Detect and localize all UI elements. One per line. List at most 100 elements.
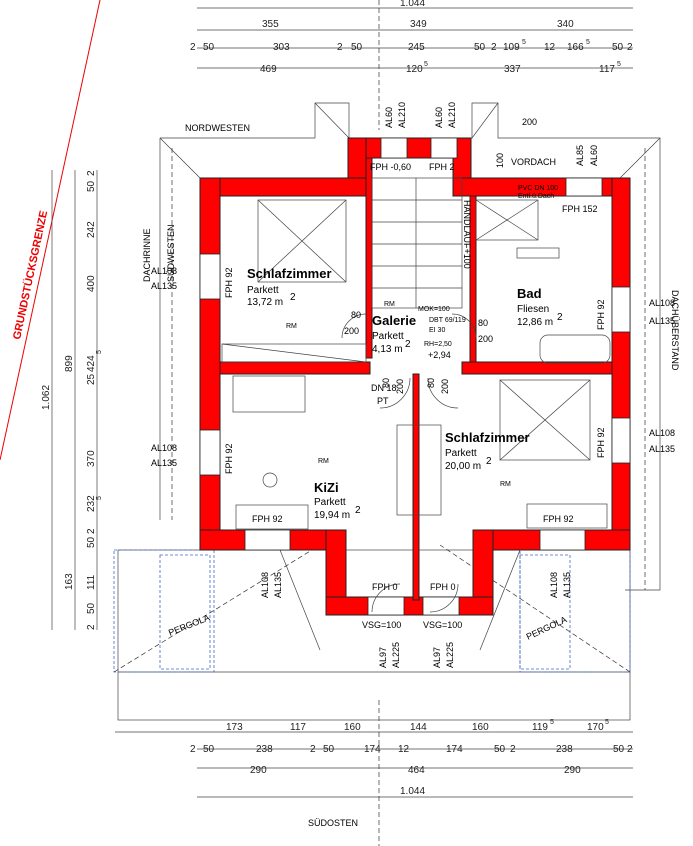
svg-text:50: 50 <box>613 744 625 755</box>
svg-text:AL135: AL135 <box>649 316 675 326</box>
pergola-left-label: PERGOLA <box>167 612 211 638</box>
svg-text:FPH 152: FPH 152 <box>562 204 598 214</box>
svg-text:50: 50 <box>86 536 97 548</box>
svg-text:117: 117 <box>290 722 306 733</box>
svg-text:2: 2 <box>310 744 316 755</box>
svg-text:337: 337 <box>504 64 521 75</box>
svg-text:2: 2 <box>190 42 196 53</box>
svg-text:4,13 m: 4,13 m <box>372 344 403 355</box>
svg-text:245: 245 <box>408 42 425 53</box>
svg-text:242: 242 <box>86 221 97 238</box>
svg-text:5: 5 <box>96 496 103 500</box>
room-galerie: Galerie Parkett 4,13 m 2 RM <box>372 301 416 355</box>
svg-text:13,72 m: 13,72 m <box>247 297 283 308</box>
svg-text:AL97: AL97 <box>432 647 442 668</box>
svg-text:AL210: AL210 <box>397 102 407 128</box>
svg-text:12: 12 <box>544 42 556 53</box>
svg-text:80: 80 <box>478 318 488 328</box>
svg-text:FPH 92: FPH 92 <box>596 299 606 330</box>
svg-text:Fliesen: Fliesen <box>517 304 549 315</box>
svg-text:AL60: AL60 <box>384 107 394 128</box>
svg-text:170: 170 <box>587 722 604 733</box>
room-bad: Bad Fliesen 12,86 m 2 <box>517 286 563 328</box>
svg-text:200: 200 <box>440 379 450 394</box>
room-schlafzimmer-2: Schlafzimmer Parkett 20,00 m 2 RM <box>445 430 530 488</box>
svg-text:Parkett: Parkett <box>247 285 279 296</box>
svg-text:AL97: AL97 <box>378 647 388 668</box>
svg-text:290: 290 <box>250 765 267 776</box>
svg-text:119: 119 <box>532 722 548 733</box>
svg-text:DN 18: DN 18 <box>371 383 397 393</box>
svg-text:PVC DN 100: PVC DN 100 <box>518 185 558 192</box>
svg-text:120: 120 <box>406 64 423 75</box>
svg-text:5: 5 <box>617 61 621 68</box>
svg-text:290: 290 <box>564 765 581 776</box>
svg-text:163: 163 <box>64 573 75 590</box>
furniture <box>221 199 611 530</box>
annotations: AL108 AL135 FPH 92 AL108 AL135 FPH 92 AL… <box>151 102 675 668</box>
svg-text:100: 100 <box>495 153 505 168</box>
svg-text:RH=2,50: RH=2,50 <box>424 341 452 348</box>
svg-text:200: 200 <box>395 379 405 394</box>
svg-text:80: 80 <box>351 310 361 320</box>
svg-text:RM: RM <box>384 301 395 308</box>
property-boundary-line <box>0 0 101 461</box>
svg-text:MOK=100: MOK=100 <box>418 306 450 313</box>
svg-text:166: 166 <box>567 42 584 53</box>
svg-text:AL225: AL225 <box>445 642 455 668</box>
svg-text:174: 174 <box>446 744 463 755</box>
svg-text:AL135: AL135 <box>151 458 177 468</box>
direction-north-west: NORDWESTEN <box>185 123 250 133</box>
svg-text:50: 50 <box>612 42 624 53</box>
svg-text:AL135: AL135 <box>649 444 675 454</box>
svg-text:FPH 0: FPH 0 <box>372 582 398 592</box>
bottom-dimensions: 173 117 160 144 160 119 5 170 5 2 50 238… <box>115 700 633 846</box>
svg-text:AL60: AL60 <box>589 145 599 166</box>
svg-text:2: 2 <box>86 528 97 534</box>
svg-text:KiZi: KiZi <box>314 480 339 495</box>
svg-text:2: 2 <box>337 42 343 53</box>
svg-text:5: 5 <box>96 350 103 354</box>
svg-text:AL108: AL108 <box>151 266 177 276</box>
svg-text:109: 109 <box>503 42 520 53</box>
window-openings <box>199 137 631 616</box>
dim-355: 355 <box>262 19 279 30</box>
svg-text:2: 2 <box>405 339 411 350</box>
svg-text:FPH 92: FPH 92 <box>596 427 606 458</box>
svg-text:AL108: AL108 <box>649 428 675 438</box>
top-dimensions: 1.044 355 349 340 2 50 303 2 50 245 50 2… <box>190 0 633 130</box>
svg-text:370: 370 <box>86 450 97 467</box>
svg-text:19,94 m: 19,94 m <box>314 510 350 521</box>
svg-text:FPH 92: FPH 92 <box>252 514 283 524</box>
svg-text:303: 303 <box>273 42 290 53</box>
svg-text:20,00 m: 20,00 m <box>445 461 481 472</box>
svg-text:2: 2 <box>190 744 196 755</box>
svg-text:238: 238 <box>556 744 573 755</box>
svg-text:2: 2 <box>486 456 492 467</box>
svg-text:80: 80 <box>381 378 391 388</box>
svg-text:Parkett: Parkett <box>445 448 477 459</box>
svg-text:424: 424 <box>86 355 97 372</box>
svg-text:AL85: AL85 <box>575 145 585 166</box>
svg-text:2: 2 <box>627 744 633 755</box>
svg-text:PT: PT <box>377 396 389 406</box>
svg-text:5: 5 <box>550 719 554 726</box>
svg-text:2: 2 <box>491 42 497 53</box>
left-dimensions: 1.062 899 424 5 50 2 242 400 25 370 232 … <box>41 170 103 630</box>
svg-text:VSG=100: VSG=100 <box>362 620 401 630</box>
svg-text:5: 5 <box>522 39 526 46</box>
svg-text:2: 2 <box>627 42 633 53</box>
svg-text:232: 232 <box>86 495 97 512</box>
svg-text:238: 238 <box>256 744 273 755</box>
svg-text:AL225: AL225 <box>391 642 401 668</box>
top-total-dim: 1.044 <box>400 0 425 9</box>
svg-text:Schlafzimmer: Schlafzimmer <box>445 430 530 445</box>
svg-text:50: 50 <box>203 42 215 53</box>
svg-text:899: 899 <box>64 355 75 372</box>
pergola-right-label: PERGOLA <box>525 614 569 641</box>
svg-text:400: 400 <box>86 275 97 292</box>
svg-text:200: 200 <box>344 326 359 336</box>
svg-text:AL108: AL108 <box>649 298 675 308</box>
svg-text:1.044: 1.044 <box>400 786 425 797</box>
svg-text:173: 173 <box>226 722 243 733</box>
